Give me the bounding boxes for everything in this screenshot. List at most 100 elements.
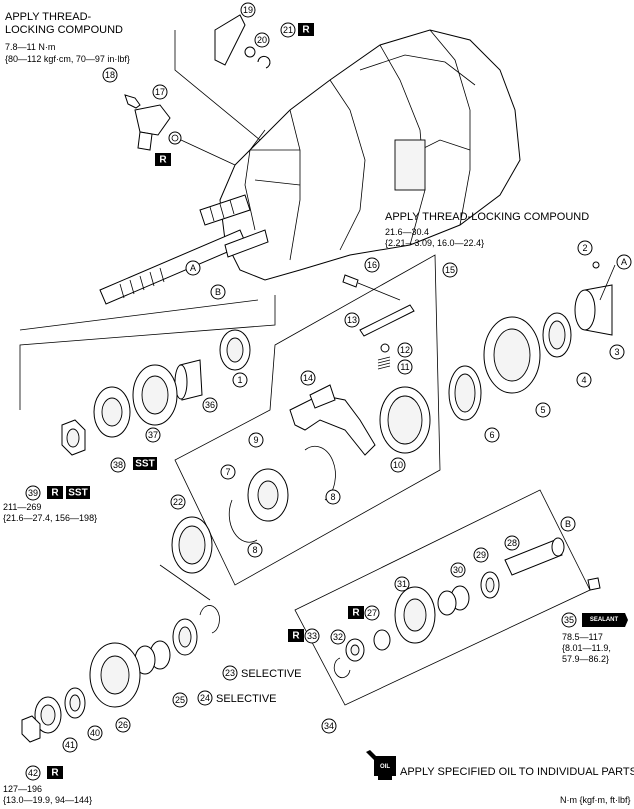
svg-text:2: 2: [582, 243, 587, 253]
svg-text:35: 35: [564, 615, 574, 625]
callout-3: 3: [609, 344, 625, 360]
svg-text:14: 14: [303, 373, 313, 383]
svg-text:20: 20: [257, 35, 267, 45]
svg-text:41: 41: [65, 740, 75, 750]
part-38-bearing: [93, 386, 131, 438]
callout-5: 5: [535, 402, 551, 418]
svg-text:R: R: [352, 608, 360, 619]
torque-35-line-3: 57.9—86.2}: [562, 654, 609, 664]
badge-r-42: R: [47, 766, 63, 779]
callout-13: 13: [344, 312, 360, 328]
svg-text:8: 8: [330, 492, 335, 502]
part-12-ball: [380, 343, 390, 353]
svg-text:R: R: [292, 631, 300, 642]
part-40-washer: [64, 687, 86, 719]
part-41-bearing: [34, 696, 62, 734]
svg-text:SST: SST: [135, 459, 154, 470]
detent-plate-assembly: [174, 14, 271, 141]
torque-35-line-1: 78.5—117: [562, 632, 603, 642]
note-mid-torque-2: {2.21—3.09, 16.0—22.4}: [385, 238, 484, 248]
note-thread-title-2: LOCKING COMPOUND: [5, 24, 123, 36]
subassembly-outline-15: [174, 254, 441, 586]
svg-text:OIL: OIL: [380, 764, 390, 770]
callout-27: 27: [364, 605, 380, 621]
callout-35: 35: [561, 612, 577, 628]
badge-r-17: R: [155, 153, 171, 166]
svg-text:27: 27: [367, 608, 377, 618]
callout-12: 12: [397, 342, 413, 358]
svg-text:38: 38: [113, 460, 123, 470]
part-5-gear: [483, 316, 541, 394]
callout-39: 39: [25, 485, 41, 501]
part-42-locknut: [21, 715, 41, 743]
callout-28: 28: [504, 535, 520, 551]
selective-24: SELECTIVE: [216, 693, 277, 705]
callout-16: 16: [364, 257, 380, 273]
callout-40: 40: [87, 725, 103, 741]
sealant-tag: SEALANT: [582, 613, 628, 627]
svg-text:28: 28: [507, 538, 517, 548]
note-torque-2: {80—112 kgf·cm, 70—97 in·lbf}: [5, 54, 130, 64]
note-mid-thread-title: APPLY THREAD-LOCKING COMPOUND: [385, 211, 589, 223]
part-35-plug: [587, 577, 601, 591]
svg-text:15: 15: [445, 265, 455, 275]
svg-text:3: 3: [614, 347, 619, 357]
torque-42-line-2: {13.0—19.9, 94—144}: [3, 795, 92, 805]
callouts: 1 2 3 4 5 6 7 8 8 9 10 11 12 13 14 15 16…: [25, 2, 632, 781]
callout-8b: 8: [247, 542, 263, 558]
part-10-synchro-sleeve: [379, 386, 431, 454]
svg-text:42: 42: [28, 768, 38, 778]
svg-text:7: 7: [225, 467, 230, 477]
svg-text:11: 11: [400, 362, 409, 372]
part-13-shift-rod: [359, 304, 415, 337]
svg-text:29: 29: [476, 550, 486, 560]
part-37-gear: [132, 364, 178, 426]
badge-r-21: R: [298, 23, 314, 36]
svg-text:12: 12: [400, 345, 410, 355]
svg-text:19: 19: [243, 5, 253, 15]
callout-7: 7: [220, 464, 236, 480]
callout-29: 29: [473, 547, 489, 563]
svg-text:A: A: [190, 263, 196, 273]
torque-42-line-1: 127—196: [3, 784, 42, 794]
svg-text:37: 37: [148, 430, 158, 440]
svg-text:34: 34: [324, 721, 334, 731]
svg-text:9: 9: [253, 435, 258, 445]
callout-15: 15: [442, 262, 458, 278]
callout-B-top: B: [210, 284, 226, 300]
svg-text:24: 24: [200, 693, 210, 703]
callout-6: 6: [484, 427, 500, 443]
callout-24: 24: [197, 690, 213, 706]
note-torque-1: 7.8—11 N·m: [5, 42, 55, 52]
callout-10: 10: [390, 457, 406, 473]
oil-note: APPLY SPECIFIED OIL TO INDIVIDUAL PARTS: [400, 766, 634, 778]
part-16-bolt: [342, 274, 401, 301]
part-6-synchronizer-ring: [448, 365, 482, 421]
callout-21: 21: [280, 22, 296, 38]
units-note: N·m {kgf·m, ft·lbf}: [560, 795, 631, 805]
badge-r-27: R: [348, 606, 364, 619]
shift-lever-assembly: [124, 94, 236, 166]
callout-18: 18: [102, 67, 118, 83]
svg-text:25: 25: [175, 695, 185, 705]
svg-text:30: 30: [453, 565, 463, 575]
callout-33: 33: [304, 628, 320, 644]
svg-text:31: 31: [397, 579, 407, 589]
badge-r-33: R: [288, 629, 304, 642]
svg-text:5: 5: [540, 405, 545, 415]
part-27-ring: [373, 629, 391, 651]
oil-can-icon: OIL: [366, 750, 396, 780]
callout-42: 42: [25, 765, 41, 781]
note-thread-title-1: APPLY THREAD-: [5, 11, 92, 23]
callout-A-top: A: [185, 260, 201, 276]
callout-14: 14: [300, 370, 316, 386]
svg-text:B: B: [565, 519, 571, 529]
callout-26: 26: [115, 717, 131, 733]
svg-text:32: 32: [333, 632, 343, 642]
part-25-needle-bearings: [134, 640, 171, 675]
part-1-gear: [219, 329, 251, 371]
part-7-synchro-hub: [247, 468, 289, 522]
part-11-spring: [377, 356, 391, 370]
svg-text:B: B: [215, 287, 221, 297]
svg-text:40: 40: [90, 728, 100, 738]
